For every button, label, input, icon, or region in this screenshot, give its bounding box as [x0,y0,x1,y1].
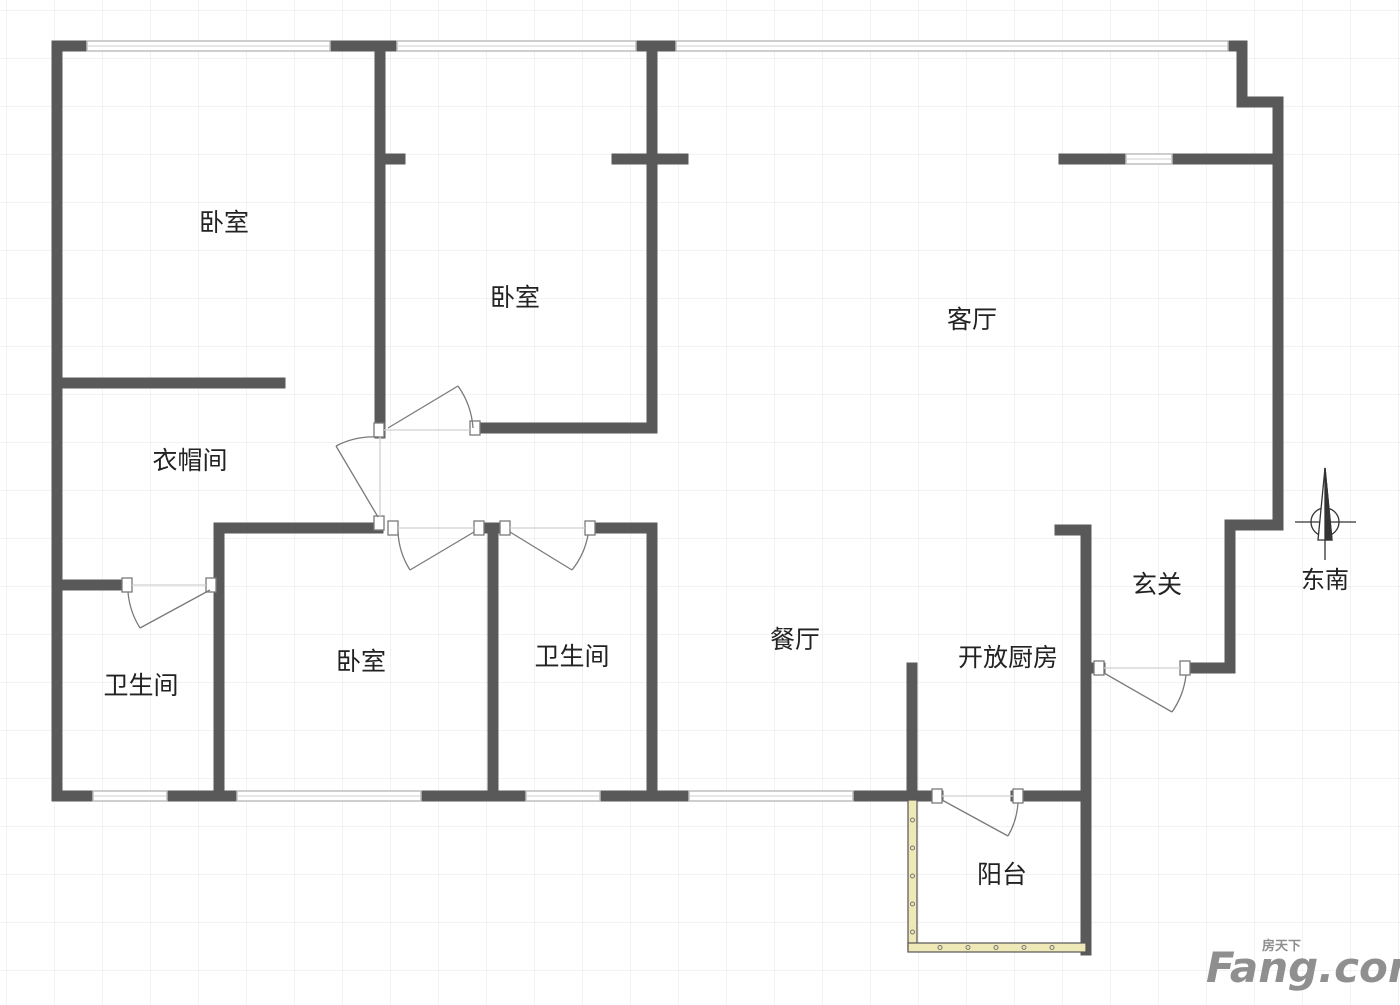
label-dining-room: 餐厅 [770,625,820,654]
window-glass-lines [87,45,1228,797]
label-bedroom-bottom: 卧室 [336,647,386,676]
watermark-tag: 房天下 [1262,938,1301,954]
label-entrance: 玄关 [1132,570,1182,599]
label-open-kitchen: 开放厨房 [958,643,1058,672]
walls [51,40,1284,956]
compass-label: 东南 [1301,566,1349,594]
door-bathroom-middle [499,520,596,571]
door-bedroom-bottom [387,520,485,571]
label-bathroom-left: 卫生间 [103,671,178,700]
label-cloakroom: 衣帽间 [152,446,227,475]
watermark-brand: Fang.com [1206,943,1400,992]
door-bedroom-middle [373,385,481,438]
door-balcony [931,788,1024,837]
watermark-logo: Fang.com 房天下 [1206,938,1400,992]
doors [121,385,1191,837]
door-bathroom-left [121,577,217,629]
compass-arrow-icon [1295,467,1356,560]
door-cloakroom [335,436,385,531]
door-entrance [1093,660,1191,713]
label-bedroom-top-middle: 卧室 [490,283,540,312]
label-bathroom-middle: 卫生间 [534,642,609,671]
room-labels: 卧室 卧室 客厅 衣帽间 卫生间 卧室 卫生间 餐厅 开放厨房 玄关 阳台 [103,208,1182,889]
balcony-railing [907,799,1087,953]
label-bedroom-top-left: 卧室 [199,208,249,237]
label-balcony: 阳台 [977,860,1027,889]
label-living-room: 客厅 [947,305,997,334]
